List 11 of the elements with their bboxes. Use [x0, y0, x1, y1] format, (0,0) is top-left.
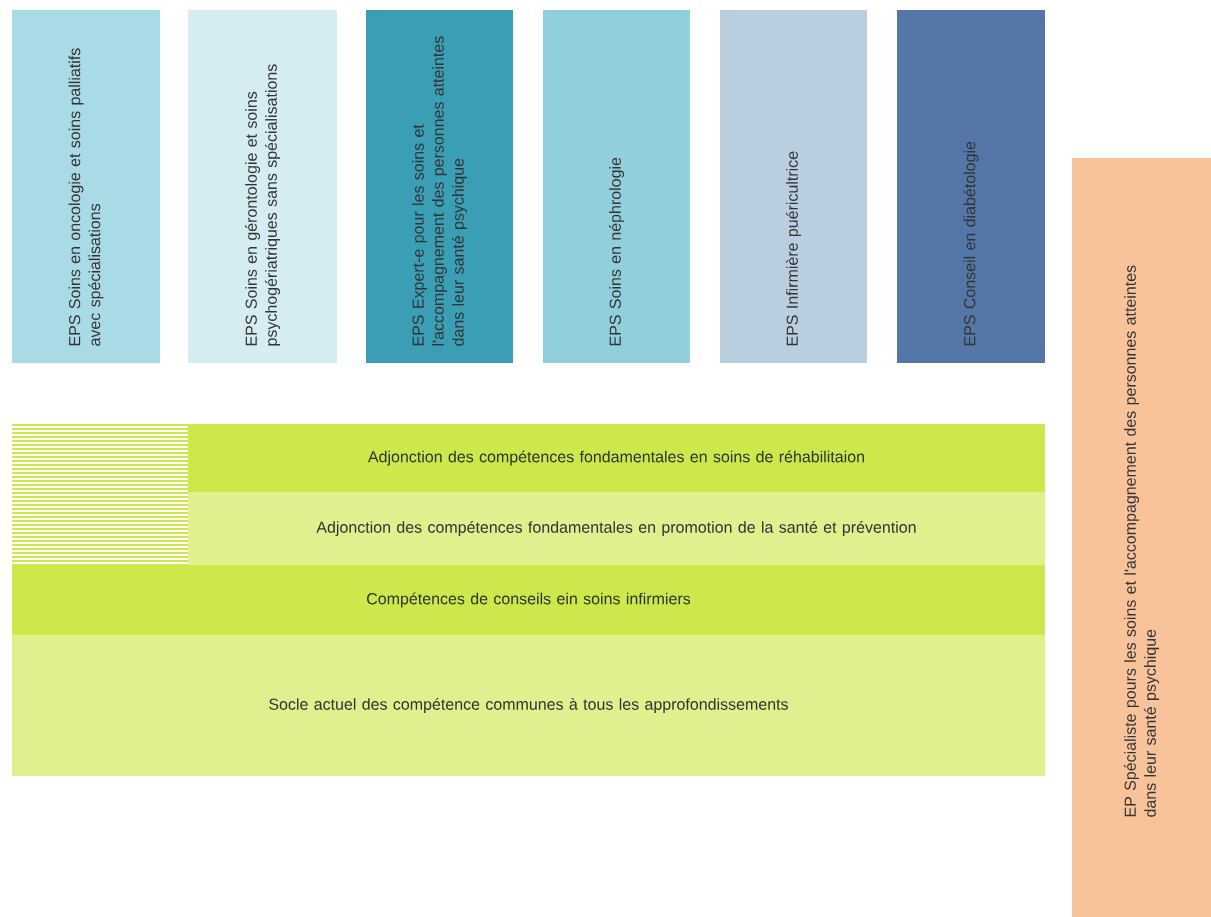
- specialization-box: EPS Infirmière puéricultrice: [720, 10, 867, 363]
- specialization-box: EPS Soins en gérontologie et soins psychogériatriques sans spécialisations: [188, 10, 337, 363]
- specialization-box: EP Spécialiste pours les soins et l'accompagnement des personnes atteintes dans leur santé psychique: [1072, 158, 1211, 917]
- competence-band: Socle actuel des compétence communes à tous les approfondissements: [12, 635, 1045, 776]
- competence-band: Adjonction des compétences fondamentales en soins de réhabilitaion: [188, 424, 1045, 492]
- specialization-box: EPS Expert-e pour les soins et l'accompagnement des personnes atteintes dans leur santé psychique: [366, 10, 513, 363]
- specialization-box: EPS Conseil en diabétologie: [897, 10, 1045, 363]
- specialization-box: EPS Soins en oncologie et soins palliatifs avec spécialisations: [12, 10, 160, 363]
- competence-band: Compétences de conseils ein soins infirmiers: [12, 565, 1045, 635]
- specialization-box: EPS Soins en néphrologie: [543, 10, 690, 363]
- competence-band: Adjonction des compétences fondamentales en promotion de la santé et prévention: [188, 492, 1045, 565]
